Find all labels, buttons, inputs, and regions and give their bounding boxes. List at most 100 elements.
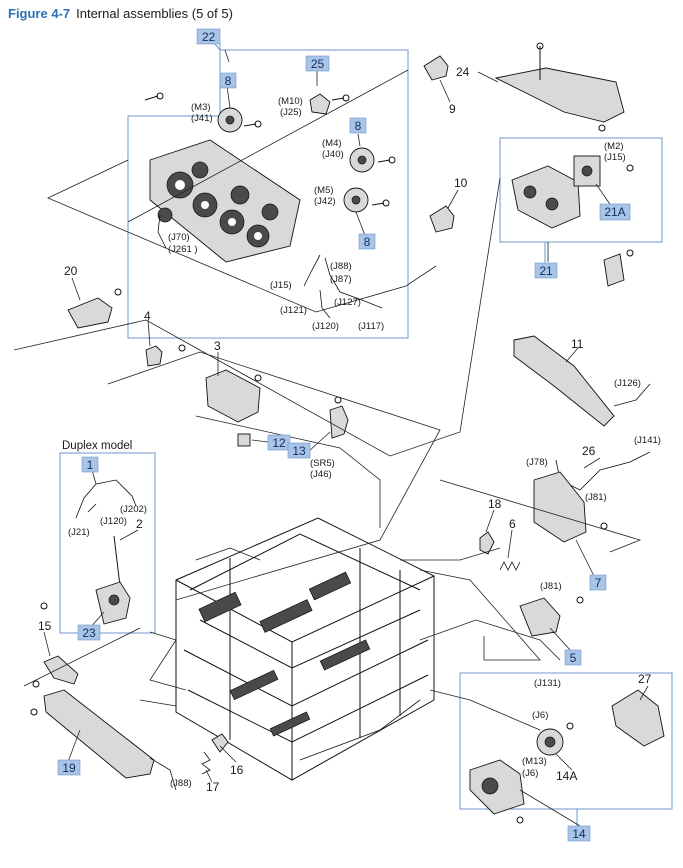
part-14-assembly (469, 759, 525, 824)
callout-5: 5 (570, 651, 577, 665)
label-m10: (M10) (278, 96, 303, 107)
label-j202: (J202) (120, 504, 147, 515)
tag-8b: 8 (349, 117, 367, 134)
label-j46: (J46) (310, 469, 332, 480)
label-j131: (J131) (534, 678, 561, 689)
tag-21a: 21A (599, 203, 631, 221)
main-drive-assembly-part-22 (149, 139, 301, 263)
label-j15-right: (J15) (604, 152, 626, 163)
group-box-duplex (59, 452, 156, 634)
tag-23: 23 (77, 624, 101, 641)
callout-4: 4 (144, 309, 151, 323)
callout-23: 23 (82, 626, 96, 640)
part-12-sensor (237, 433, 251, 447)
label-j88-top: (J88) (330, 261, 352, 272)
label-j6-bottom: (J6) (522, 768, 538, 779)
motor-m13-part-14a (536, 722, 574, 756)
label-j41: (J41) (191, 113, 213, 124)
label-j120-duplex: (J120) (100, 516, 127, 527)
part-18-clip (479, 531, 495, 555)
part-20-guide (67, 288, 122, 329)
label-j141: (J141) (634, 435, 661, 446)
motor-m2-part-21a (573, 155, 601, 187)
part-1-duplex-harness (75, 479, 137, 519)
tag-7: 7 (589, 574, 607, 591)
wire-harness-group-22 (157, 214, 383, 319)
part-4-plate (145, 344, 186, 367)
tag-25: 25 (305, 55, 330, 72)
label-m4: (M4) (322, 138, 342, 149)
callout-21: 21 (539, 264, 553, 278)
label-j126: (J126) (614, 378, 641, 389)
callout-8-m3: 8 (225, 74, 232, 88)
callout-10: 10 (454, 176, 468, 190)
part-7-assembly (533, 471, 608, 543)
motor-m3 (217, 107, 243, 133)
screws-group-21 (598, 124, 634, 257)
label-j120-top: (J120) (312, 321, 339, 332)
callout-11: 11 (571, 337, 584, 351)
callout-20: 20 (64, 264, 78, 278)
callout-14: 14 (572, 827, 586, 841)
part-23-duplex-motor (40, 581, 131, 625)
tag-8a: 8 (219, 72, 237, 89)
callout-14a: 14A (556, 769, 577, 783)
part-17-spring (201, 751, 211, 775)
part-27-bracket (611, 689, 665, 747)
callout-6: 6 (509, 517, 516, 531)
part-16-clip (211, 733, 229, 753)
tag-1: 1 (81, 456, 99, 473)
label-sr5: (SR5) (310, 458, 335, 469)
screws-group-22 (144, 92, 396, 207)
label-m5: (M5) (314, 185, 334, 196)
part-2-duplex-rod (113, 535, 121, 587)
group-box-14 (459, 672, 673, 810)
callout-13: 13 (292, 444, 306, 458)
callout-12: 12 (272, 436, 286, 450)
motor-m5 (343, 187, 369, 213)
label-j25: (J25) (280, 107, 302, 118)
callout-27: 27 (638, 672, 652, 686)
part-9-bracket (423, 55, 449, 81)
label-j117: (J117) (358, 321, 384, 332)
part-5-bracket (519, 596, 584, 637)
tag-14: 14 (567, 825, 591, 842)
part-10-bracket (429, 205, 455, 233)
motor-m4 (349, 147, 375, 173)
figure-number: Figure 4-7 (8, 6, 71, 21)
label-j127: (J127) (334, 297, 361, 308)
callout-21a: 21A (604, 205, 625, 219)
group-box-21 (499, 137, 663, 243)
callout-24: 24 (456, 65, 470, 79)
label-j121: (J121) (280, 305, 307, 316)
callout-22: 22 (202, 30, 216, 44)
callout-7: 7 (595, 576, 602, 590)
callout-18: 18 (488, 497, 502, 511)
group-box-22 (127, 44, 409, 339)
label-j70: (J70) (168, 232, 190, 243)
callout-25: 25 (311, 57, 325, 71)
duplex-model-label: Duplex model (62, 440, 132, 452)
label-j15-top: (J15) (270, 280, 292, 291)
part-13-sensor-sr5 (329, 396, 349, 439)
label-m13: (M13) (522, 756, 547, 767)
label-j261: (J261 ) (168, 244, 198, 255)
callout-8-m5: 8 (364, 235, 371, 249)
part-15-clip (32, 655, 79, 688)
callout-15: 15 (38, 619, 52, 633)
part-24-guide (494, 42, 625, 123)
part-21-bracket (603, 253, 625, 287)
callout-2: 2 (136, 517, 143, 531)
sensor-m10-part-25 (309, 93, 331, 115)
label-j78: (J78) (526, 457, 548, 468)
tag-8c: 8 (358, 233, 376, 250)
label-j42: (J42) (314, 196, 336, 207)
callout-26: 26 (582, 444, 596, 458)
tag-12: 12 (267, 434, 291, 451)
part-19-guide (30, 689, 177, 791)
callout-8-m4: 8 (355, 119, 362, 133)
label-j21: (J21) (68, 527, 90, 538)
part-21-assembly (511, 165, 581, 229)
callout-9: 9 (449, 102, 456, 116)
